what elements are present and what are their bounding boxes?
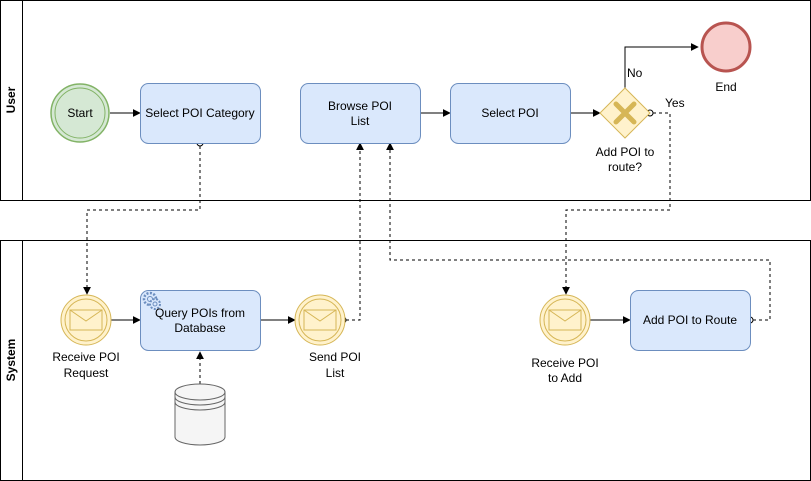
- message-flow-gateway-to-receive-add: [562, 112, 671, 295]
- event-label-line1: Send POI: [309, 350, 361, 364]
- envelope-icon: [69, 309, 103, 331]
- message-flow-category-to-receive: [83, 146, 201, 295]
- exclusive-gateway[interactable]: Add POI to route? No Yes: [596, 66, 685, 174]
- task-label-line2: Database: [174, 321, 226, 335]
- end-event[interactable]: End: [700, 21, 752, 94]
- end-event-label: End: [715, 80, 736, 94]
- service-gear-icon: [142, 291, 161, 310]
- message-event-receive-poi-request[interactable]: Receive POI Request: [52, 294, 120, 380]
- database-store[interactable]: [174, 383, 226, 446]
- user-lane-label: User: [4, 86, 18, 113]
- task-label-line1: Query POIs from: [155, 306, 245, 320]
- event-label-line2: to Add: [548, 371, 582, 385]
- task-add-poi-to-route[interactable]: Add POI to Route: [630, 290, 751, 351]
- message-event-send-poi-list[interactable]: Send POI List: [294, 294, 361, 380]
- task-label: Add POI to Route: [643, 313, 737, 327]
- task-label-line1: Browse POI: [328, 99, 392, 113]
- task-select-poi-category[interactable]: Select POI Category: [140, 83, 261, 144]
- gateway-no-label: No: [627, 66, 643, 80]
- event-label-line1: Receive POI: [531, 356, 598, 370]
- task-browse-poi-list[interactable]: Browse POI List: [300, 83, 421, 144]
- message-event-receive-poi-to-add[interactable]: Receive POI to Add: [531, 294, 599, 385]
- envelope-icon: [548, 309, 582, 331]
- event-label-line2: Request: [64, 366, 109, 380]
- event-label-line2: List: [326, 366, 345, 380]
- gateway-question-line1: Add POI to: [596, 145, 655, 159]
- gateway-x-icon: [613, 101, 637, 125]
- task-query-pois[interactable]: Query POIs from Database: [140, 290, 261, 351]
- task-select-poi[interactable]: Select POI: [450, 83, 571, 144]
- system-lane-label: System: [4, 339, 18, 382]
- gateway-question-line2: route?: [608, 160, 642, 174]
- start-event-label: Start: [67, 106, 93, 120]
- envelope-icon: [303, 309, 337, 331]
- message-flow-send-to-browse: [346, 142, 364, 321]
- flow-gateway-no-to-end: [624, 43, 699, 88]
- task-label: Select POI Category: [145, 106, 254, 120]
- event-label-line1: Receive POI: [52, 350, 119, 364]
- system-lane: System: [0, 240, 811, 481]
- start-event[interactable]: Start: [50, 83, 110, 143]
- gateway-yes-label: Yes: [665, 96, 685, 110]
- task-label-line2: List: [351, 114, 370, 128]
- task-label: Select POI: [481, 106, 538, 120]
